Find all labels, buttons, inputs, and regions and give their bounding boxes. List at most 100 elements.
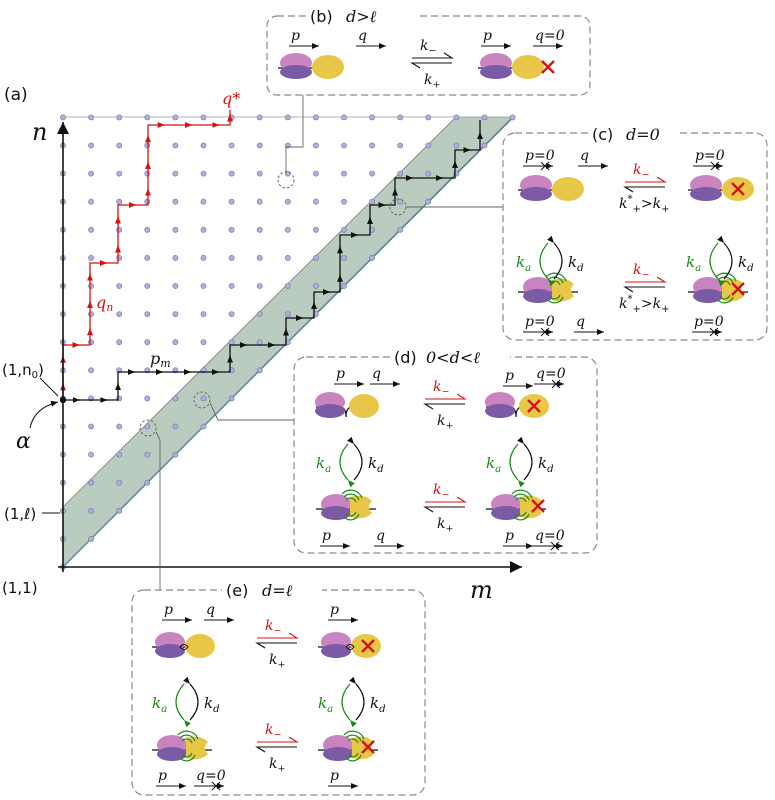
e-left-ka: ka [152, 694, 167, 715]
lattice-dot [284, 283, 291, 289]
d-right-ka-arrow [509, 443, 525, 488]
lattice-dot [228, 339, 235, 346]
d-tr-q: q=0 [536, 366, 566, 382]
lattice-dot [200, 142, 207, 149]
lattice-dot [509, 114, 516, 121]
lattice-dot [397, 142, 404, 149]
b-right-p: p [483, 28, 492, 44]
d-bl-q: q [376, 528, 385, 544]
lattice-dot [312, 170, 319, 177]
lattice-dot [312, 226, 319, 233]
panel-e-label: (e) [226, 581, 248, 600]
lattice-dot [228, 170, 235, 177]
lattice-dot [88, 339, 94, 346]
lattice-dot [144, 311, 151, 317]
d-tr-p: p [505, 368, 514, 384]
lattice-dot [172, 423, 179, 430]
start-point [59, 396, 67, 404]
b-left-q: q [358, 28, 367, 44]
lattice-dot [144, 114, 151, 121]
b-rate-forward-arrow [412, 52, 454, 59]
lattice-dot [284, 114, 291, 121]
lattice-dot [312, 283, 319, 289]
d-bot-rate-kplus: k+ [437, 516, 453, 535]
lattice-dot [369, 170, 375, 177]
lattice-dot [312, 142, 319, 149]
d-bot-rate-kminus: k− [433, 482, 449, 501]
connector-b [285, 95, 304, 172]
lattice-dot [200, 423, 207, 430]
lattice-dot [172, 254, 179, 261]
lattice-dot [172, 170, 179, 177]
lattice-dot [312, 198, 319, 205]
lattice-dot [144, 395, 151, 402]
lattice-dot [144, 339, 151, 346]
lattice-dot [200, 395, 207, 402]
lattice-dot [200, 226, 207, 233]
lattice-dot [88, 311, 94, 317]
e-bl-p: p [158, 768, 167, 784]
lattice-dot [60, 114, 66, 121]
d-left-kd: kd [368, 454, 384, 475]
d-bl-p: p [322, 528, 331, 544]
lattice-dot [116, 142, 123, 149]
lattice-dot [397, 198, 404, 205]
c-bot-rate-kminus: k− [633, 262, 649, 281]
lattice-dot [397, 170, 404, 177]
panel-c-condition: d=0 [626, 125, 660, 144]
lattice-dot [256, 142, 263, 149]
e-left-ka-arrow [175, 683, 191, 728]
lattice-dot [341, 170, 347, 177]
lattice-dot [88, 254, 94, 261]
lattice-dot [200, 114, 207, 121]
lattice-dot [144, 170, 151, 177]
lattice-dot [425, 142, 432, 149]
n-axis-label: n [32, 118, 47, 146]
lattice-dot [284, 311, 291, 317]
lattice-dot [228, 198, 235, 205]
highlight-e [139, 419, 157, 437]
b-right-q: q=0 [535, 28, 565, 44]
lattice-dot [312, 254, 319, 261]
alpha-pointer [29, 400, 59, 429]
c-tl-q: q [580, 148, 589, 164]
lattice-dot [341, 198, 347, 205]
lattice-dot [425, 114, 432, 121]
panel-c: (c) d=0 [502, 122, 768, 341]
e-left-kd: kd [204, 694, 220, 715]
panel-d-condition: 0<d<ℓ [426, 348, 480, 367]
d-bot-rate-forward-arrow [425, 496, 467, 503]
one-ell-label: (1,ℓ) [4, 505, 36, 523]
c-left-ka-arrow [539, 242, 555, 287]
e-right-ka-arrow [341, 683, 357, 728]
lattice-dot [369, 142, 375, 149]
lattice-dot [88, 198, 94, 205]
e-right-ka: ka [318, 694, 333, 715]
c-top-rate-kplus-star: k*+>k+ [619, 194, 669, 215]
lattice-dot [116, 479, 123, 486]
lattice-dot [172, 451, 179, 458]
lattice-dot [172, 114, 179, 121]
lattice-dot [200, 283, 207, 289]
lattice-dot [284, 198, 291, 205]
panel-d-label: (d) [394, 348, 417, 367]
lattice-dot [88, 507, 94, 514]
lattice-dot [200, 339, 207, 346]
lattice-dot [88, 479, 94, 486]
lattice-dot [172, 142, 179, 149]
panel-d-title-bg [390, 345, 510, 367]
lattice-dot [256, 311, 263, 317]
lattice-dot [172, 339, 179, 346]
lattice-dot [116, 339, 123, 346]
lattice-dot [453, 142, 460, 149]
lattice-dot [144, 283, 151, 289]
lattice-dot [256, 254, 263, 261]
c-left-kd-arrow [547, 235, 563, 280]
m-axis-label: m [470, 576, 493, 604]
lattice-dot [200, 311, 207, 317]
lattice-dot [88, 283, 94, 289]
lattice-dot [341, 142, 347, 149]
e-top-rate-kplus: k+ [269, 652, 285, 671]
one-n0-label: (1,n0) [2, 361, 44, 381]
